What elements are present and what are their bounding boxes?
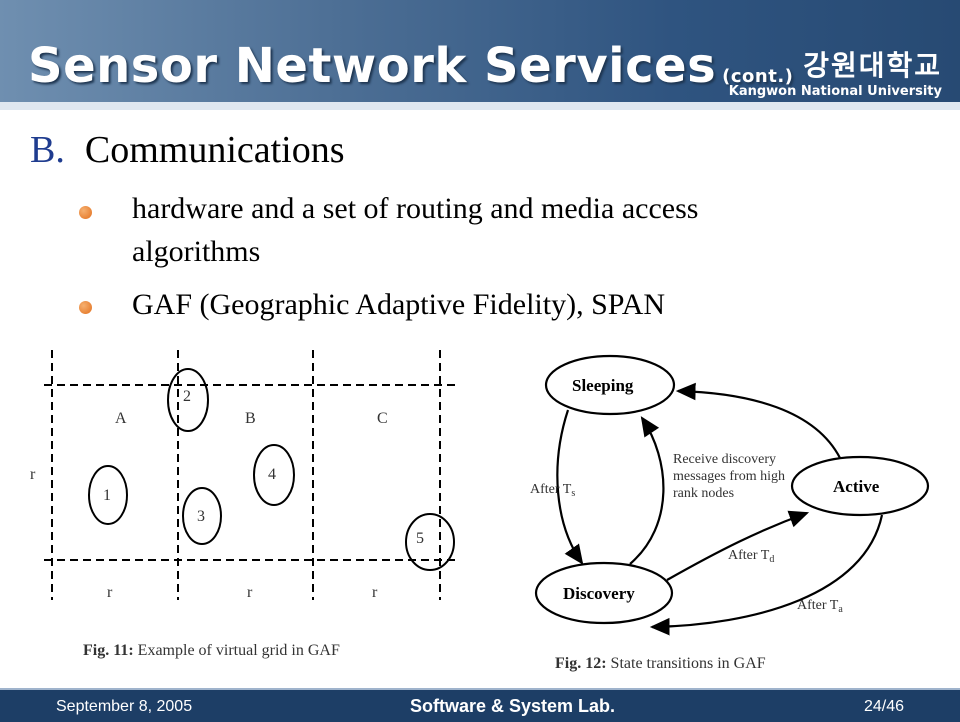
grid-node-circle [167,368,209,432]
state-active-ellipse [790,455,930,517]
grid-bottom-label: r [247,584,253,601]
edge-label-after-td: After Td [728,548,774,565]
edge-label-receive-discovery-1: Receive discovery [673,452,776,467]
footer-bar: September 8, 2005 Software & System Lab.… [0,688,960,722]
grid-node-circle [253,444,295,506]
state-discovery-label: Discovery [563,584,635,603]
title-bar: Sensor Network Services(cont.) 강원대학교 Kan… [0,0,960,110]
bullet-text-2: GAF (Geographic Adaptive Fidelity), SPAN [132,288,666,321]
bullet-text-1: hardware and a set of routing and media … [132,192,699,225]
figure-12-caption: Fig. 12:State transitions in GAF [555,655,766,672]
grid-cell-label: C [377,410,388,427]
state-sleeping-ellipse [544,354,676,416]
section-heading: B. Communications [30,128,345,172]
grid-bottom-label: r [107,584,113,601]
figure-11-caption: Fig. 11:Example of virtual grid in GAF [83,642,340,659]
grid-side-label: r [30,466,36,483]
state-discovery-ellipse [534,561,674,625]
section-heading-text: Communications [84,129,345,171]
grid-node-circle [405,513,455,571]
footer-lab-name: Software & System Lab. [410,696,616,716]
figure-virtual-grid: A B C 1 2 3 4 5 r r r r Fig. 11:Example … [30,350,457,659]
bullet-dot-icon [79,206,92,219]
state-active-label: Active [833,477,880,496]
grid-node-label: 3 [197,508,205,525]
edge-label-receive-discovery-2: messages from high [673,469,785,484]
grid-node-label: 5 [416,530,424,547]
grid-node-label: 4 [268,466,276,483]
edge-label-after-ta: After Ta [797,598,843,615]
grid-node-label: 1 [103,487,111,504]
slide-title: Sensor Network Services(cont.) [28,38,794,94]
university-logo-english: Kangwon National University [728,84,942,99]
footer-date: September 8, 2005 [56,698,193,715]
grid-node-label: 2 [183,388,191,405]
figure-state-transitions: Sleeping Discovery Active After Ts Recei… [530,354,930,672]
grid-cell-label: B [245,410,256,427]
bullet-text-1-continued: algorithms [132,235,261,268]
title-suffix: (cont.) [722,66,794,87]
footer-page-number: 24/46 [863,698,904,715]
grid-node-circle [88,465,128,525]
university-logo-korean: 강원대학교 [803,49,942,82]
state-sleeping-label: Sleeping [572,376,634,395]
grid-cell-label: A [115,410,127,427]
edge-label-receive-discovery-3: rank nodes [673,486,734,501]
section-marker: B. [30,129,65,171]
edge-label-after-ts: After Ts [530,482,575,499]
grid-node-circle [182,487,222,545]
bullet-dot-icon [79,301,92,314]
grid-bottom-label: r [372,584,378,601]
